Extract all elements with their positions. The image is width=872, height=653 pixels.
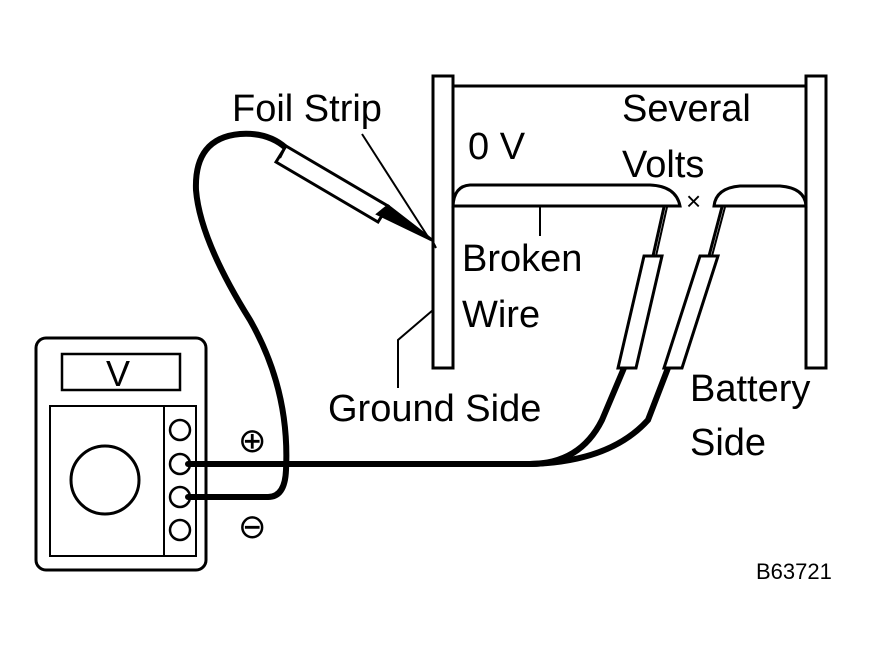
battery-side-probe — [661, 206, 726, 370]
wire-segments — [451, 183, 808, 208]
figure-code: B63721 — [756, 559, 832, 584]
broken-wire-label-line1: Broken — [462, 238, 583, 280]
ground-side-pad — [451, 183, 682, 208]
ground-side-leader — [397, 309, 434, 388]
battery-side-label-line2: Side — [690, 422, 767, 464]
break-mark: × — [686, 186, 702, 216]
ground-side-probe — [616, 206, 668, 370]
right-post — [804, 74, 828, 370]
positive-symbol: ⊕ — [238, 422, 267, 460]
test-leads — [185, 130, 671, 500]
ground-side-label: Ground Side — [328, 388, 542, 430]
negative-lead — [185, 130, 290, 500]
leader-lines — [361, 133, 541, 388]
foil-strip-probe — [273, 143, 437, 249]
negative-symbol: ⊖ — [238, 508, 267, 546]
battery-side-label-line1: Battery — [690, 368, 811, 410]
several-volts-label-line1: Several — [622, 88, 751, 130]
meter-display — [60, 352, 182, 392]
zero-volts-label: 0 V — [468, 126, 526, 168]
several-volts-label-line2: Volts — [622, 144, 705, 186]
probes — [273, 143, 726, 370]
jack-4 — [168, 518, 192, 542]
jack-1 — [168, 418, 192, 442]
positive-lead-branch — [527, 365, 671, 467]
meter-mode-label: V — [106, 353, 131, 394]
foil-strip-label: Foil Strip — [232, 88, 382, 130]
left-post — [431, 74, 455, 370]
meter-dial — [69, 444, 141, 516]
multimeter — [34, 336, 208, 572]
foil-strip-leader — [361, 133, 431, 241]
broken-wire-label-line2: Wire — [462, 294, 541, 336]
frame — [431, 74, 828, 370]
battery-side-pad — [712, 184, 808, 208]
